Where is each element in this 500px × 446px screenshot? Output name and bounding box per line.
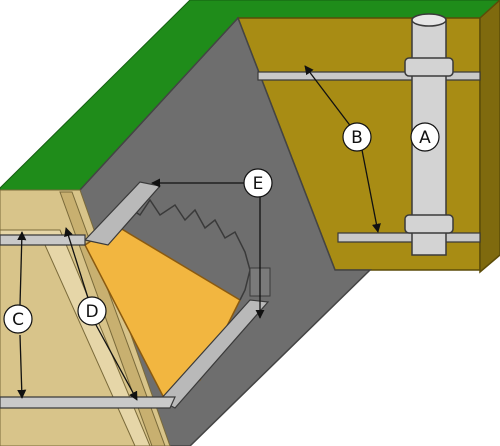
- callout-b-circle: [342, 122, 372, 152]
- arrow-d-down: [95, 324, 138, 401]
- callout-c-circle: [3, 304, 33, 334]
- rock-block-right-side: [479, 0, 500, 274]
- stair-edge: [114, 198, 251, 301]
- rod-bottom-right: [337, 232, 481, 243]
- arrow-b-to-top-rod: [304, 65, 353, 129]
- sand-stripe: [59, 191, 166, 446]
- callout-a-circle: [410, 122, 440, 152]
- callout-d-label: D: [85, 302, 98, 322]
- arrow-b-to-bottom-rod: [361, 149, 381, 233]
- pipe-top-cap: [411, 13, 447, 27]
- callout-b: B: [342, 122, 372, 152]
- sand-band: [0, 229, 151, 446]
- callout-a: A: [410, 122, 440, 152]
- callout-arrows: [17, 65, 381, 401]
- callout-e-circle: [243, 168, 273, 198]
- callout-d-circle: [77, 296, 107, 326]
- arrow-c-down: [17, 334, 27, 399]
- callout-c-label: C: [12, 310, 24, 330]
- arrow-d-up: [64, 227, 89, 299]
- callout-b-label: B: [351, 128, 363, 148]
- callout-c: C: [3, 304, 33, 334]
- callout-e: E: [243, 168, 273, 198]
- callout-e-label: E: [253, 174, 264, 194]
- rod-top-left: [0, 234, 86, 246]
- pipe-collar-top: [404, 57, 454, 77]
- callout-d: D: [77, 296, 107, 326]
- pipe-collar-bottom: [404, 214, 454, 234]
- rod-bottom-left: [0, 396, 176, 409]
- arrow-c-up: [17, 231, 27, 306]
- callout-a-label: A: [419, 128, 431, 148]
